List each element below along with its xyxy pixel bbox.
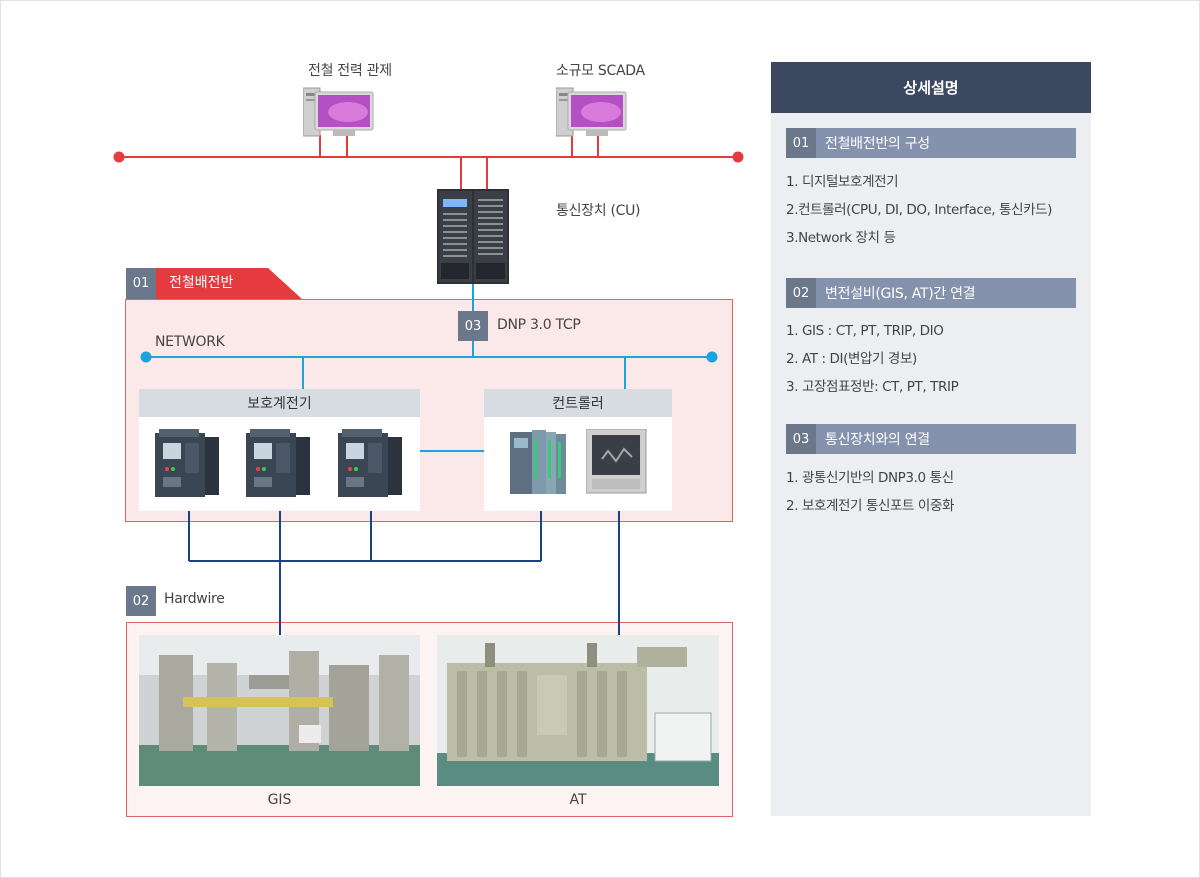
gis-caption: GIS	[267, 792, 292, 808]
list-item: 1. 디지털보호계전기	[786, 174, 899, 190]
list-item: 2.컨트롤러(CPU, DI, DO, Interface, 통신카드)	[786, 202, 1052, 218]
list-item: 2. 보호계전기 통신포트 이중화	[786, 498, 954, 514]
red-bus-end-left	[113, 151, 125, 163]
detail-section-01: 01 전철배전반의 구성	[786, 128, 1076, 158]
controller-panel-title: 컨트롤러	[484, 389, 672, 417]
detail-section-01-list: 1. 디지털보호계전기 2.컨트롤러(CPU, DI, DO, Interfac…	[786, 168, 1052, 252]
detail-section-02-list: 1. GIS : CT, PT, TRIP, DIO 2. AT : DI(변압…	[786, 317, 959, 401]
red-bus-end-right	[732, 151, 744, 163]
list-item: 3.Network 장치 등	[786, 230, 896, 246]
detail-section-title: 통신장치와의 연결	[825, 432, 930, 448]
scada-label: 소규모 SCADA	[556, 63, 645, 79]
list-item: 1. GIS : CT, PT, TRIP, DIO	[786, 323, 944, 339]
power-control-computer-icon	[303, 87, 374, 137]
detail-panel-header: 상세설명	[771, 62, 1091, 113]
protective-relay-icon	[155, 429, 219, 497]
at-transformer-image	[437, 635, 719, 786]
at-caption: AT	[569, 792, 587, 808]
gis-equipment-image	[139, 635, 420, 786]
cu-label: 통신장치 (CU)	[556, 203, 641, 219]
section02-num: 02	[126, 586, 156, 616]
communication-unit-icon	[437, 189, 509, 284]
detail-section-02: 02 변전설비(GIS, AT)간 연결	[786, 278, 1076, 308]
section02-title: Hardwire	[164, 591, 225, 607]
protective-relay-icon	[338, 429, 402, 497]
list-item: 2. AT : DI(변압기 경보)	[786, 351, 917, 367]
detail-section-03: 03 통신장치와의 연결	[786, 424, 1076, 454]
dnp-label: DNP 3.0 TCP	[497, 317, 581, 333]
plc-controller-icon	[510, 430, 566, 494]
hmi-touch-panel-icon	[586, 429, 647, 494]
detail-section-num: 03	[786, 424, 816, 454]
list-item: 1. 광통신기반의 DNP3.0 통신	[786, 470, 954, 486]
detail-section-title: 변전설비(GIS, AT)간 연결	[825, 286, 976, 302]
section01-num: 01	[126, 268, 156, 299]
detail-section-title: 전철배전반의 구성	[825, 136, 930, 152]
scada-computer-icon	[556, 87, 627, 137]
detail-section-num: 01	[786, 128, 816, 158]
detail-section-03-list: 1. 광통신기반의 DNP3.0 통신 2. 보호계전기 통신포트 이중화	[786, 464, 954, 520]
list-item: 3. 고장점표정반: CT, PT, TRIP	[786, 379, 959, 395]
protective-relay-icon	[246, 429, 310, 497]
power-control-label: 전철 전력 관제	[308, 63, 392, 79]
detail-section-num: 02	[786, 278, 816, 308]
network-label: NETWORK	[155, 334, 225, 350]
dnp-num: 03	[458, 311, 488, 341]
relay-panel-title: 보호계전기	[139, 389, 420, 417]
